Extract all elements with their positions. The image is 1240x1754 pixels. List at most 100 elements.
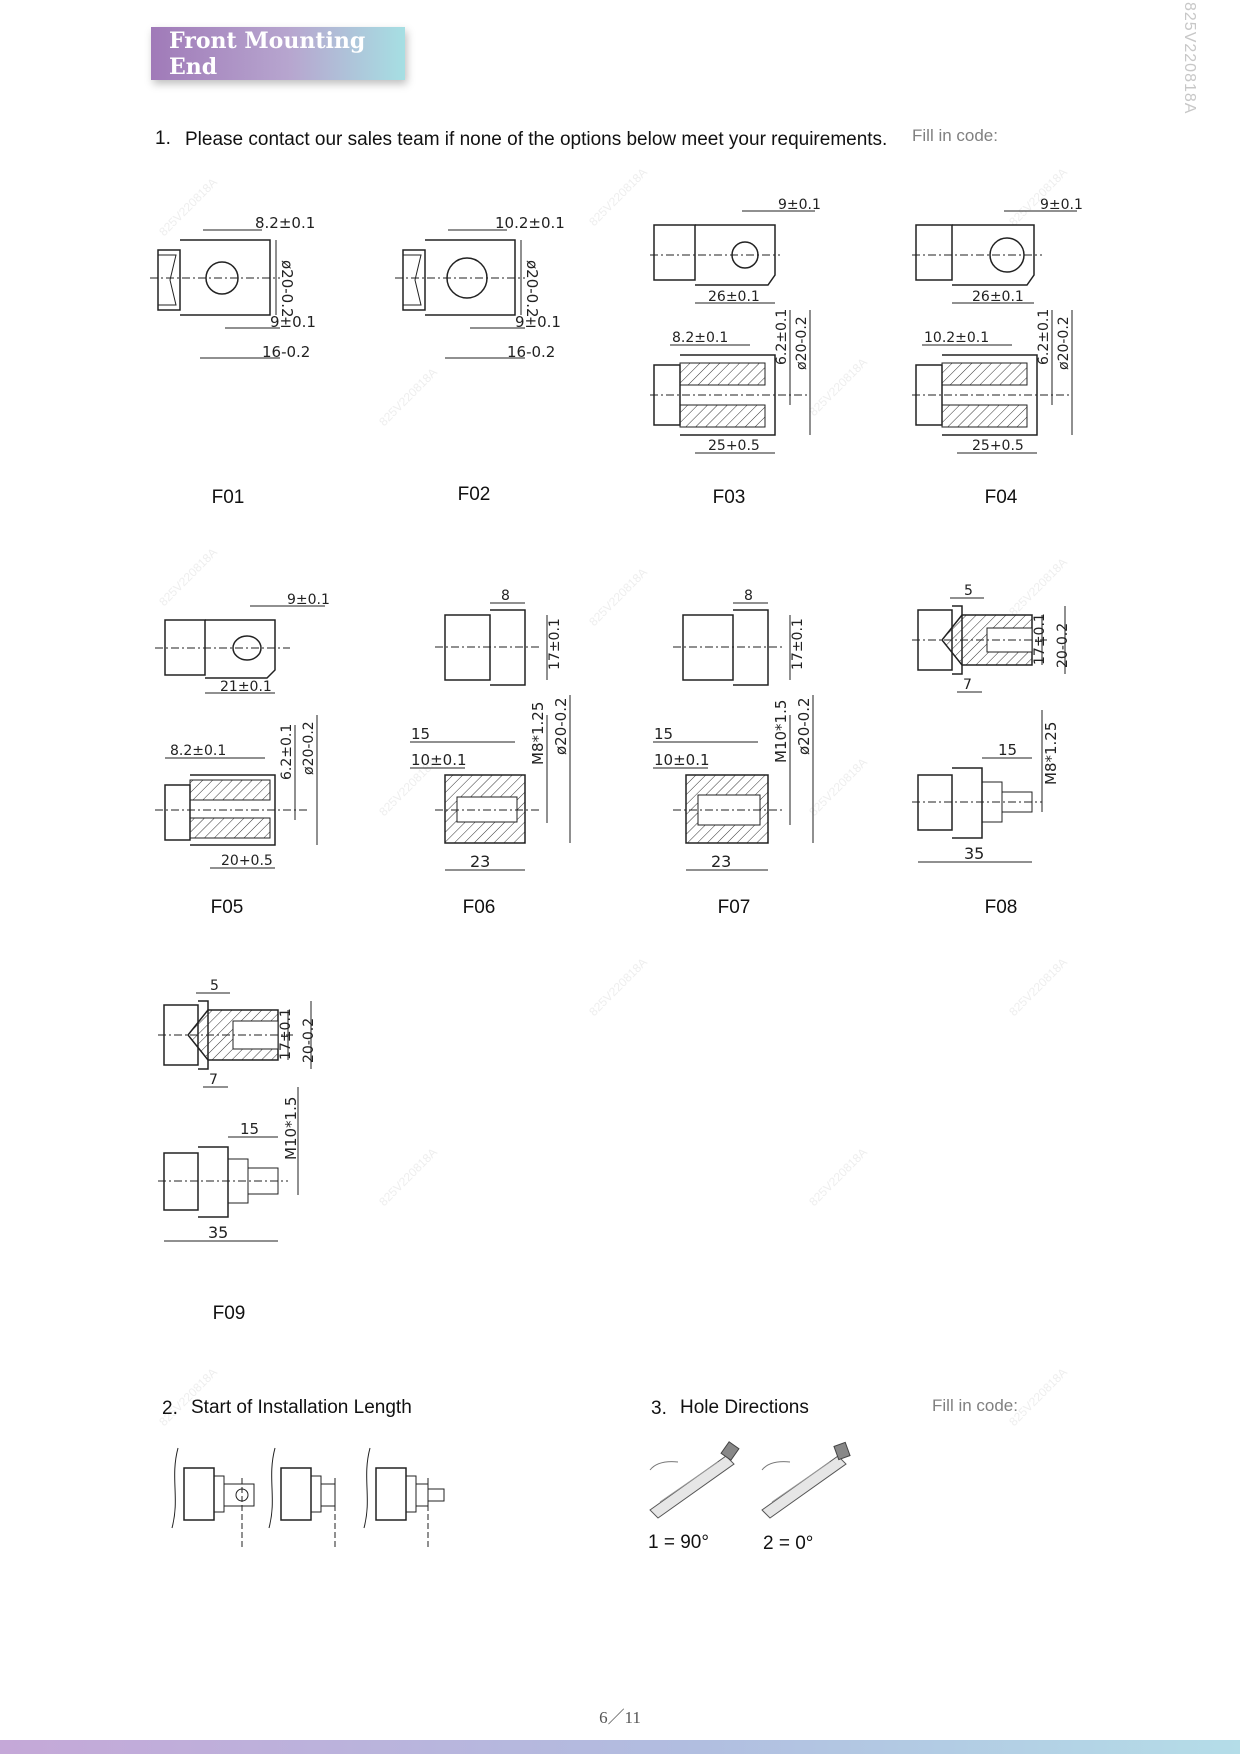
dim-label: 5 — [964, 583, 973, 599]
dim-label: 20-0.2 — [1055, 623, 1071, 668]
drawing-f02: 10.2±0.1 ø20-0.2 9±0.1 16-0.2 — [395, 210, 575, 370]
dim-label: 26±0.1 — [972, 289, 1024, 305]
watermark: 825V220818A — [806, 1145, 870, 1209]
drawing-f08-svg: 5 17±0.1 20-0.2 7 15 M8*1.25 35 — [912, 583, 1071, 863]
drawing-f03: 9±0.1 26±0.1 8.2±0.1 6.2±0.1 ø20-0.2 25+… — [650, 195, 830, 460]
dim-label: 16-0.2 — [262, 343, 310, 361]
dim-label: 20-0.2 — [301, 1018, 317, 1063]
dim-label: 17±0.1 — [790, 618, 806, 670]
hole-direction-0-image — [760, 1440, 855, 1519]
dim-label: 20+0.5 — [221, 853, 273, 869]
dim-label: 6.2±0.1 — [774, 309, 790, 365]
option-label-f01: F01 — [211, 487, 245, 508]
section-title: Hole Directions — [680, 1397, 809, 1418]
installation-length-svg — [171, 1447, 445, 1548]
drawing-f01: 8.2±0.1 ø20-0.2 9±0.1 16-0.2 — [150, 210, 330, 370]
fill-in-code-label: Fill in code: — [932, 1396, 1018, 1415]
dim-label: 15 — [411, 725, 430, 743]
dim-label: ø20-0.2 — [795, 697, 813, 755]
footer-gradient-bar — [0, 1740, 1240, 1754]
dim-label: 17±0.1 — [547, 618, 563, 670]
option-label-f02: F02 — [457, 484, 491, 505]
drawing-f04: 9±0.1 26±0.1 10.2±0.1 6.2±0.1 ø20-0.2 25… — [912, 195, 1092, 460]
drawing-f07-svg: 8 17±0.1 15 10±0.1 M10*1.5 ø20-0.2 23 — [653, 588, 814, 871]
section-number: 1. — [155, 128, 171, 149]
option-label-f04: F04 — [984, 487, 1018, 508]
dim-label: 8.2±0.1 — [170, 743, 226, 759]
dim-label: 21±0.1 — [220, 679, 272, 695]
dim-label: M10*1.5 — [282, 1097, 300, 1160]
watermark: 825V220818A — [1006, 955, 1070, 1019]
dim-label: 10±0.1 — [654, 751, 710, 769]
dim-label: 25+0.5 — [708, 438, 760, 454]
dim-label: 8.2±0.1 — [672, 330, 728, 346]
option-label-f07: F07 — [717, 897, 751, 918]
option-label-f09: F09 — [212, 1303, 246, 1324]
drawing-f05-svg: 9±0.1 21±0.1 8.2±0.1 6.2±0.1 ø20-0.2 20+… — [155, 592, 330, 869]
dim-label: M8*1.25 — [529, 702, 547, 765]
option-label-f05: F05 — [210, 897, 244, 918]
dim-label: 9±0.1 — [778, 197, 821, 213]
section-instruction: Please contact our sales team if none of… — [185, 129, 888, 150]
watermark: 825V220818A — [376, 365, 440, 429]
section-number: 2. — [162, 1398, 178, 1419]
drawing-f03-svg: 9±0.1 26±0.1 8.2±0.1 6.2±0.1 ø20-0.2 25+… — [650, 197, 821, 454]
drawing-f05: 9±0.1 21±0.1 8.2±0.1 6.2±0.1 ø20-0.2 20+… — [155, 590, 335, 875]
dim-label: 6.2±0.1 — [1036, 309, 1052, 365]
dim-label: ø20-0.2 — [552, 697, 570, 755]
page-number: 6／11 — [599, 1708, 641, 1727]
dim-label: 9±0.1 — [1040, 197, 1083, 213]
dim-label: 15 — [240, 1120, 259, 1138]
hole-direction-90-image — [648, 1440, 743, 1519]
dim-label: M8*1.25 — [1042, 722, 1060, 785]
dim-label: 15 — [998, 741, 1017, 759]
dim-label: ø20-0.2 — [794, 316, 810, 370]
dim-label: 5 — [210, 978, 219, 994]
dim-label: 7 — [209, 1072, 218, 1088]
watermark: 825V220818A — [586, 955, 650, 1019]
dim-label: 9±0.1 — [515, 313, 561, 331]
dim-label: 10.2±0.1 — [924, 330, 989, 346]
dim-label: ø20-0.2 — [1056, 316, 1072, 370]
dim-label: 9±0.1 — [270, 313, 316, 331]
option-label-f06: F06 — [462, 897, 496, 918]
dim-label: ø20-0.2 — [301, 721, 317, 775]
dim-label: ø20-0.2 — [523, 260, 541, 318]
dim-label: 16-0.2 — [507, 343, 555, 361]
option-label-f03: F03 — [712, 487, 746, 508]
watermark: 825V220818A — [586, 165, 650, 229]
option-label-f08: F08 — [984, 897, 1018, 918]
dim-label: 10.2±0.1 — [495, 214, 565, 232]
drawing-f09-svg: 5 17±0.1 20-0.2 7 15 M10*1.5 35 — [158, 978, 317, 1242]
dim-label: 35 — [208, 1223, 228, 1242]
drawing-f02-svg: 10.2±0.1 ø20-0.2 9±0.1 16-0.2 — [395, 214, 565, 361]
document-code: 825V220818A — [1181, 2, 1198, 115]
dim-label: 8.2±0.1 — [255, 214, 315, 232]
dim-label: 9±0.1 — [287, 592, 330, 608]
watermark: 825V220818A — [586, 565, 650, 629]
dim-label: 17±0.1 — [278, 1008, 294, 1060]
dim-label: 6.2±0.1 — [279, 724, 295, 780]
drawing-f04-svg: 9±0.1 26±0.1 10.2±0.1 6.2±0.1 ø20-0.2 25… — [912, 197, 1083, 454]
dim-label: 23 — [470, 852, 490, 871]
dim-label: 8 — [744, 588, 753, 604]
fill-in-code-label: Fill in code: — [912, 126, 998, 145]
section-header-badge: Front Mounting End — [151, 27, 405, 80]
dim-label: M10*1.5 — [772, 700, 790, 763]
hole-direction-option-90: 1 = 90° — [648, 1532, 709, 1553]
dim-label: 7 — [963, 677, 972, 693]
drawing-f07: 8 17±0.1 15 10±0.1 M10*1.5 ø20-0.2 23 — [648, 585, 828, 875]
section-header-title: Front Mounting End — [169, 27, 366, 80]
installation-length-diagram — [170, 1447, 470, 1558]
dim-label: 10±0.1 — [411, 751, 467, 769]
dim-label: 8 — [501, 588, 510, 604]
hole-direction-90-svg — [649, 1441, 740, 1519]
drawing-f09: 5 17±0.1 20-0.2 7 15 M10*1.5 35 — [158, 975, 338, 1260]
dim-label: 25+0.5 — [972, 438, 1024, 454]
drawing-f06: 8 17±0.1 15 10±0.1 M8*1.25 ø20-0.2 23 — [405, 585, 585, 875]
watermark: 825V220818A — [376, 1145, 440, 1209]
dim-label: 26±0.1 — [708, 289, 760, 305]
drawing-f01-svg: 8.2±0.1 ø20-0.2 9±0.1 16-0.2 — [150, 214, 316, 361]
dim-label: 17±0.1 — [1032, 613, 1048, 665]
drawing-f06-svg: 8 17±0.1 15 10±0.1 M8*1.25 ø20-0.2 23 — [410, 588, 571, 871]
